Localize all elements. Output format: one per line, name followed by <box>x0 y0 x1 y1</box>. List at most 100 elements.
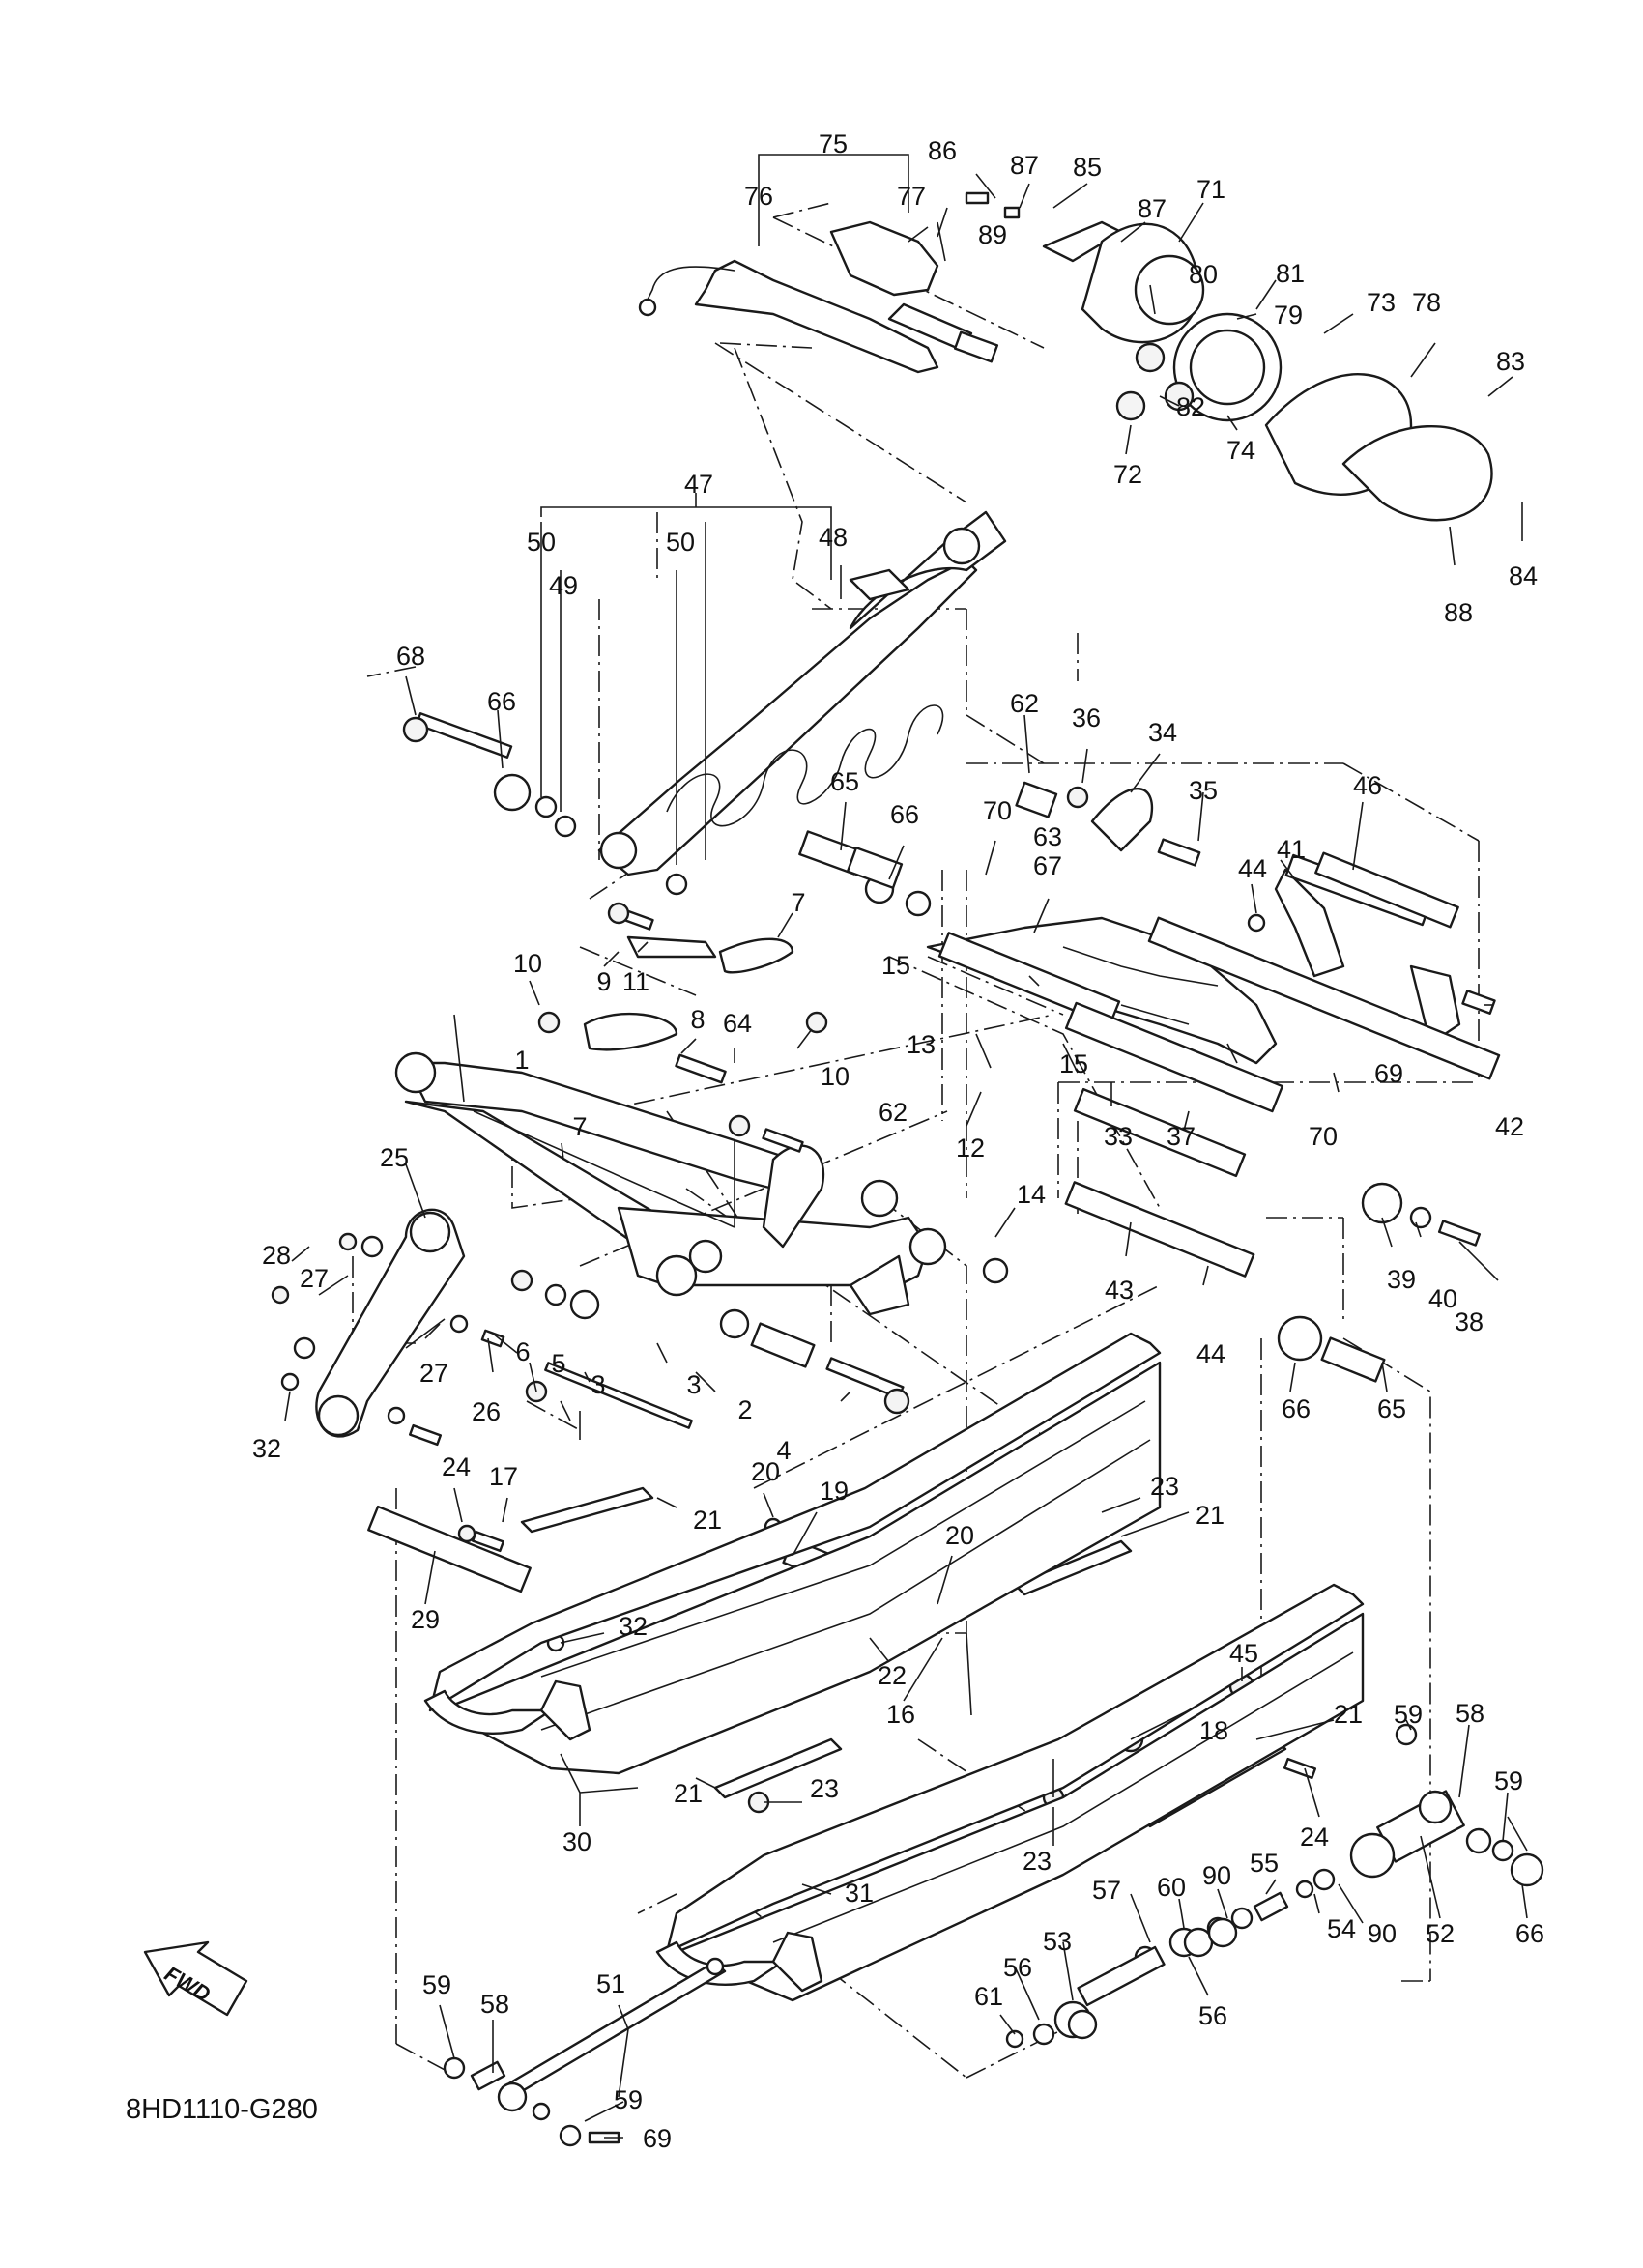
callout-label: 33 <box>1104 1122 1133 1151</box>
callout-label: 23 <box>810 1774 839 1803</box>
callout-label: 69 <box>643 2124 672 2153</box>
callout-label: 83 <box>1496 347 1525 376</box>
callout-label: 50 <box>666 528 695 557</box>
callout-label: 47 <box>684 470 713 499</box>
front-arm-assembly <box>394 1051 947 1316</box>
callout-label: 3 <box>591 1370 605 1399</box>
callout-label: 27 <box>419 1359 448 1388</box>
callout-label: 69 <box>1374 1059 1403 1088</box>
callout-label: 1 <box>514 1046 529 1075</box>
callout-label: 59 <box>422 1970 451 1999</box>
callout-label: 70 <box>983 796 1012 825</box>
callout-label: 62 <box>1010 689 1039 718</box>
fwd-direction-arrow: FWD <box>143 1940 248 2017</box>
callout-label: 77 <box>897 182 926 211</box>
callout-label: 85 <box>1073 153 1102 182</box>
callout-label: 49 <box>549 571 578 600</box>
callout-label: 75 <box>819 129 848 158</box>
callout-label: 20 <box>751 1457 780 1486</box>
callout-label: 63 <box>1033 822 1062 851</box>
rear-arm-assembly <box>926 851 1501 1113</box>
callout-label: 42 <box>1495 1112 1524 1141</box>
callout-label: 40 <box>1428 1284 1457 1313</box>
callout-label: 15 <box>1059 1049 1088 1078</box>
callout-label: 60 <box>1157 1873 1186 1902</box>
callout-label: 39 <box>1387 1265 1416 1294</box>
callout-label: 51 <box>596 1969 625 1998</box>
callout-label: 15 <box>881 951 910 980</box>
callout-label: 67 <box>1033 851 1062 880</box>
callout-label: 72 <box>1113 460 1142 489</box>
stopper-plates <box>583 902 794 1051</box>
callout-label: 82 <box>1176 392 1205 421</box>
callout-label: 5 <box>551 1349 565 1378</box>
callout-label: 23 <box>1150 1472 1179 1501</box>
callout-label: 68 <box>396 642 425 671</box>
callout-label: 21 <box>1334 1700 1363 1729</box>
callout-label: 10 <box>821 1062 850 1091</box>
callout-label: 22 <box>878 1661 907 1690</box>
callout-label: 30 <box>562 1827 591 1856</box>
slide-rails <box>423 1332 1365 2002</box>
callout-label: 54 <box>1327 1914 1356 1943</box>
callout-label: 50 <box>527 528 556 557</box>
callout-label: 10 <box>513 949 542 978</box>
callout-label: 8 <box>690 1005 705 1034</box>
callout-label: 28 <box>262 1241 291 1270</box>
callout-label: 88 <box>1444 598 1473 627</box>
callout-label: 25 <box>380 1143 409 1172</box>
callout-label: 70 <box>1309 1122 1338 1151</box>
callout-label: 3 <box>686 1370 701 1399</box>
callout-labels: 75 86 87 85 71 76 77 89 87 80 79 81 73 7… <box>126 129 1544 2153</box>
callout-label: 87 <box>1010 151 1039 180</box>
callout-label: 59 <box>614 2085 643 2114</box>
front-arm-small-parts <box>510 1011 1009 1415</box>
callout-label: 14 <box>1017 1180 1046 1209</box>
callout-label: 31 <box>845 1879 874 1908</box>
callout-label: 65 <box>830 767 859 796</box>
callout-label: 9 <box>596 967 611 996</box>
callout-label: 16 <box>886 1700 915 1729</box>
callout-label: 58 <box>1456 1699 1484 1728</box>
callout-label: 27 <box>300 1264 329 1293</box>
callout-label: 36 <box>1072 703 1101 732</box>
callout-label: 32 <box>252 1434 281 1463</box>
speed-sensor-assembly <box>638 191 1493 522</box>
callout-label: 73 <box>1367 288 1396 317</box>
callout-label: 7 <box>791 888 805 917</box>
callout-label: 19 <box>820 1477 849 1506</box>
callout-label: 2 <box>737 1395 752 1424</box>
callout-label: 29 <box>411 1605 440 1634</box>
callout-label: 65 <box>1377 1394 1406 1423</box>
leader-lines <box>284 154 1528 2139</box>
diagram-code-label: 8HD1110-G280 <box>126 2094 318 2125</box>
callout-label: 74 <box>1226 436 1255 465</box>
callout-label: 64 <box>723 1009 752 1038</box>
callout-label: 87 <box>1138 194 1167 223</box>
right-pins-bushings <box>846 847 1482 1383</box>
callout-label: 84 <box>1509 561 1538 590</box>
callout-label: 86 <box>928 136 957 165</box>
callout-label: 79 <box>1274 301 1303 330</box>
callout-label: 61 <box>974 1982 1003 2011</box>
callout-label: 59 <box>1494 1766 1523 1795</box>
callout-label: 35 <box>1189 776 1218 805</box>
callout-label: 6 <box>515 1337 530 1366</box>
callout-label: 71 <box>1196 175 1225 204</box>
callout-label: 17 <box>489 1462 518 1491</box>
callout-label: 44 <box>1238 854 1267 883</box>
callout-label: 76 <box>744 182 773 211</box>
callout-label: 56 <box>1003 1953 1032 1982</box>
callout-label: 18 <box>1199 1716 1228 1745</box>
callout-label: 24 <box>442 1452 471 1481</box>
callout-label: 57 <box>1092 1876 1121 1905</box>
callout-label: 58 <box>480 1990 509 2019</box>
callout-label: 66 <box>1282 1394 1311 1423</box>
shock-mount-hardware <box>402 712 688 896</box>
callout-label: 81 <box>1276 259 1305 288</box>
callout-label: 26 <box>472 1397 501 1426</box>
callout-label: 59 <box>1394 1700 1423 1729</box>
callout-label: 89 <box>978 220 1007 249</box>
callout-label: 44 <box>1196 1339 1225 1368</box>
